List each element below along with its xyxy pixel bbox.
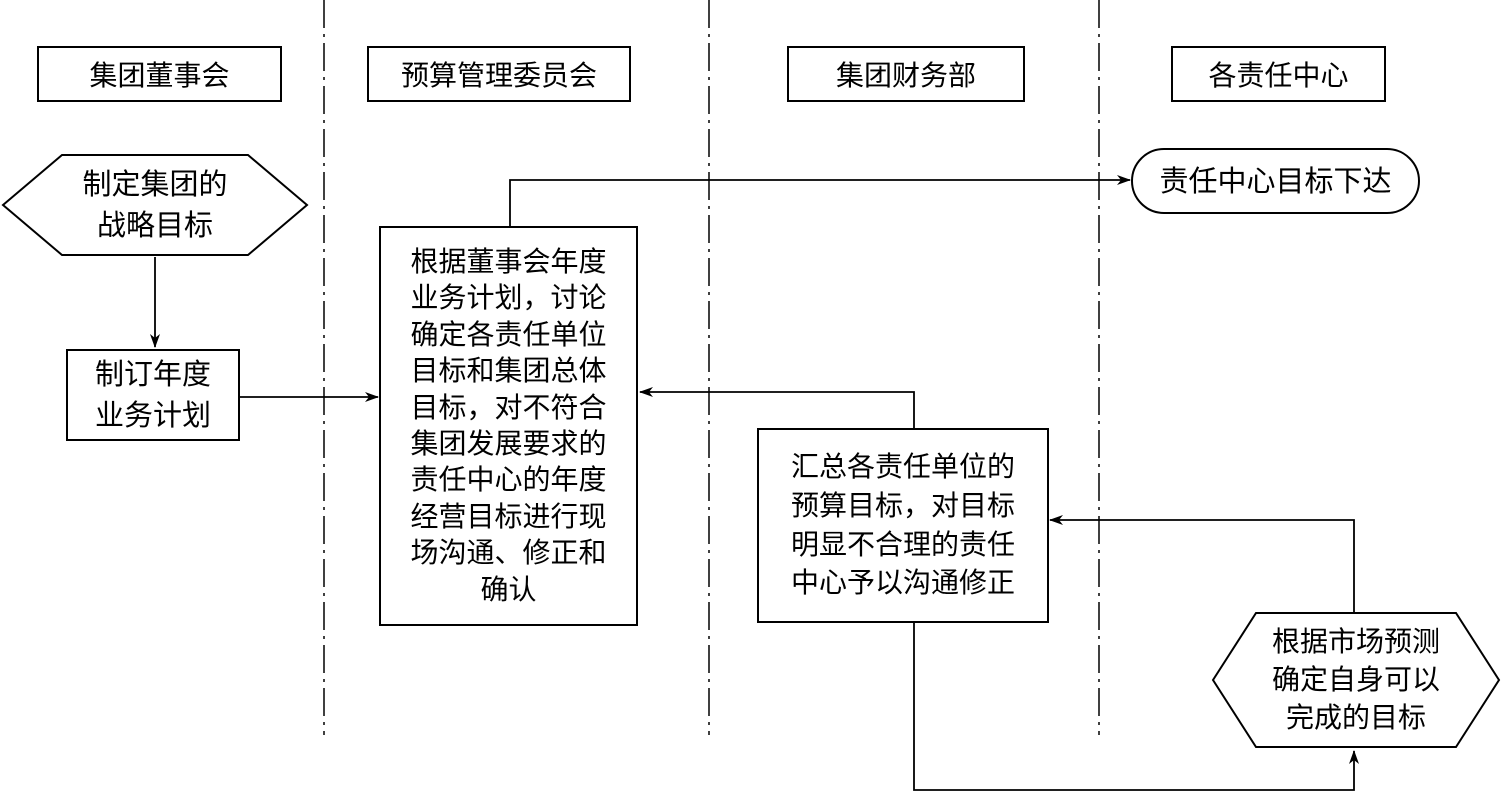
committee-review-node-text: 根据董事会年度 业务计划，讨论 确定各责任单位 目标和集团总体 目标，对不符合 … <box>410 245 607 606</box>
lane-header-responsibility-centers-label: 各责任中心 <box>1208 59 1349 92</box>
self-targets-hexagon-shape <box>1211 612 1501 748</box>
issue-targets-terminator-shape <box>1131 148 1420 214</box>
lane-header-board: 集团董事会 <box>37 46 282 102</box>
lane-header-finance-dept: 集团财务部 <box>787 46 1025 102</box>
strategy-node: 制定集团的 战略目标 <box>62 155 248 255</box>
committee-review-node: 根据董事会年度 业务计划，讨论 确定各责任单位 目标和集团总体 目标，对不符合 … <box>379 226 638 626</box>
annual-plan-node: 制订年度 业务计划 <box>66 349 240 441</box>
lane-header-finance-dept-label: 集团财务部 <box>835 59 976 92</box>
issue-targets-node: 责任中心目标下达 <box>1132 149 1419 213</box>
arrow-finance-to-self-targets <box>913 623 1359 791</box>
self-targets-node: 根据市场预测 确定自身可以 完成的目标 <box>1256 613 1456 747</box>
finance-summary-node-text: 汇总各责任单位的 预算目标，对目标 明显不合理的责任 中心予以沟通修正 <box>790 450 1015 600</box>
annual-plan-node-text: 制订年度 业务计划 <box>94 357 211 432</box>
strategy-node-text: 制定集团的 战略目标 <box>82 167 228 242</box>
lane-header-budget-committee: 预算管理委员会 <box>367 46 631 102</box>
lane-header-responsibility-centers: 各责任中心 <box>1171 46 1386 102</box>
arrow-committee-to-issue-targets <box>509 175 1131 226</box>
self-targets-node-text: 根据市场预测 确定自身可以 完成的目标 <box>1271 625 1440 734</box>
finance-summary-node: 汇总各责任单位的 预算目标，对目标 明显不合理的责任 中心予以沟通修正 <box>757 428 1049 623</box>
arrow-self-targets-to-finance <box>1049 515 1355 612</box>
strategy-hexagon-shape <box>1 154 309 256</box>
lane-header-budget-committee-label: 预算管理委员会 <box>400 59 597 92</box>
lane-header-board-label: 集团董事会 <box>89 59 230 92</box>
issue-targets-node-text: 责任中心目标下达 <box>1159 163 1392 198</box>
arrow-finance-to-committee <box>639 387 915 428</box>
